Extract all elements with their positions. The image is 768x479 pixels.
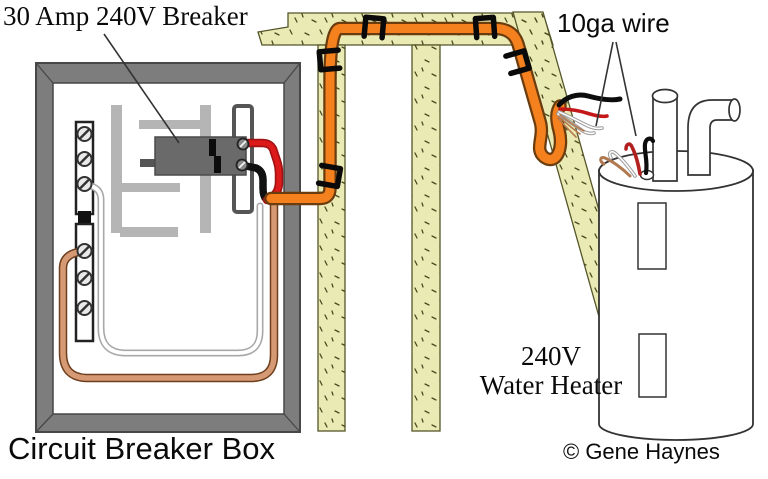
breaker-tab bbox=[140, 159, 156, 167]
breaker-leader bbox=[103, 33, 180, 144]
orange-10ga-cable bbox=[264, 21, 568, 206]
water-heater-label-line1: 240V bbox=[521, 341, 581, 371]
leader-lines bbox=[103, 33, 637, 144]
breaker-box-label: Circuit Breaker Box bbox=[8, 431, 276, 466]
breaker-label: 30 Amp 240V Breaker bbox=[3, 1, 248, 31]
circuit-breaker-box bbox=[35, 62, 301, 433]
water-heater-label-line2: Water Heater bbox=[479, 369, 623, 400]
bus-screws bbox=[76, 126, 93, 316]
stripped-cable-wires bbox=[556, 92, 623, 138]
cable-staples bbox=[315, 14, 532, 190]
frame-bevels bbox=[35, 62, 301, 433]
breaker-screws bbox=[235, 137, 250, 172]
lower-access-panel bbox=[638, 333, 667, 398]
breaker-30amp bbox=[154, 136, 247, 176]
wire-leader-left bbox=[595, 41, 614, 127]
credit-label: © Gene Haynes bbox=[563, 439, 720, 464]
heater-entry-wires bbox=[599, 136, 656, 178]
water-heater-label: 240V Water Heater bbox=[462, 342, 640, 400]
water-heater bbox=[598, 88, 754, 441]
upper-access-panel bbox=[637, 202, 667, 270]
black-hot-wire bbox=[242, 162, 270, 203]
ground-wire bbox=[58, 199, 279, 383]
wire-leader-right bbox=[615, 41, 637, 137]
wire-gauge-label: 10ga wire bbox=[557, 8, 670, 38]
red-hot-wire bbox=[242, 138, 284, 205]
neutral-wire bbox=[87, 182, 264, 357]
water-pipes bbox=[651, 88, 741, 182]
breaker-handle bbox=[209, 139, 216, 156]
